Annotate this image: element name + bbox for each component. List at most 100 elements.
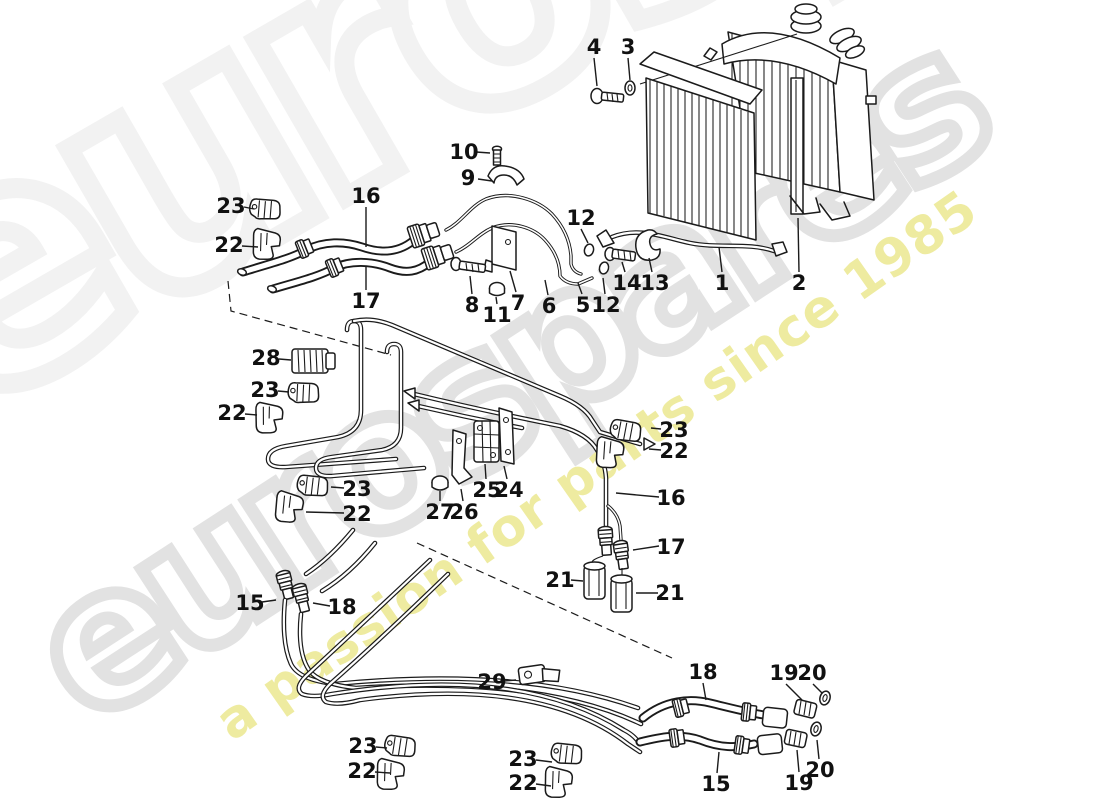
- screw-part10: [491, 145, 503, 166]
- part-number-label: 21: [545, 568, 574, 592]
- bracket-part7: [483, 225, 517, 273]
- part-number-label: 19: [784, 771, 813, 795]
- hose-end-nut: [756, 706, 789, 756]
- callout-leader-line: [244, 413, 258, 416]
- callout-leader-line: [718, 246, 723, 273]
- pipe-inner-highlight: [298, 612, 643, 726]
- part-number-label: 16: [351, 184, 380, 208]
- callout-leader-line: [648, 448, 662, 451]
- callout-leader-line: [243, 206, 255, 210]
- alignment-line: [639, 33, 798, 85]
- callout-leader-line: [650, 427, 662, 430]
- rear-cooler-top-cap: [721, 32, 841, 85]
- part-callout-22: 22: [214, 233, 259, 257]
- part-callout-22: 22: [305, 502, 372, 526]
- nut-part11: [488, 281, 506, 297]
- seal-ring-part12: [583, 243, 595, 257]
- callout-leader-line: [535, 759, 553, 763]
- part-callout-22: 22: [508, 771, 552, 795]
- clamp-part22: [373, 757, 407, 793]
- pipe-inner-highlight: [240, 231, 425, 275]
- part-number-label: 22: [508, 771, 537, 795]
- bracket-part25: [473, 420, 500, 463]
- part-number-label: 15: [235, 591, 264, 615]
- callout-leader-line: [503, 679, 517, 682]
- callout-leader-line: [621, 261, 626, 273]
- callout-leader-line: [615, 492, 660, 498]
- hanger-tab-icon: [703, 47, 718, 61]
- part-callout-9: 9: [461, 166, 493, 190]
- part-callout-25: 25: [472, 463, 502, 502]
- part-number-label: 26: [449, 500, 478, 524]
- part-callout-20: 20: [797, 661, 827, 694]
- part-callout-24: 24: [494, 465, 524, 502]
- part-callout-16: 16: [615, 486, 686, 510]
- part-number-label: 9: [461, 166, 476, 190]
- part-callout-26: 26: [449, 488, 479, 524]
- pipe-inner-highlight: [607, 505, 622, 541]
- part-callout-19: 19: [769, 661, 803, 701]
- part-number-label: 2: [792, 271, 807, 295]
- callout-leader-line: [627, 57, 631, 81]
- callout-leader-line: [477, 178, 493, 182]
- part-number-label: 13: [640, 271, 669, 295]
- callout-leader-line: [535, 783, 552, 787]
- canister-part21: [610, 574, 633, 613]
- callout-leader-line: [484, 463, 487, 480]
- callout-leader-line: [716, 751, 720, 774]
- part-number-label: 5: [576, 293, 591, 317]
- callout-leader-line: [577, 282, 583, 295]
- callout-leader-line: [241, 245, 259, 248]
- part-number-label: 4: [587, 35, 602, 59]
- construction-lines: [227, 280, 673, 659]
- part-number-label: 14: [612, 271, 641, 295]
- callout-leader-line: [580, 228, 589, 244]
- part-number-label: 27: [425, 500, 454, 524]
- part-callout-8: 8: [465, 275, 479, 317]
- fitting-part16: [597, 525, 615, 557]
- ring-part20: [810, 690, 831, 737]
- part-number-label: 3: [621, 35, 636, 59]
- part-callout-2: 2: [792, 217, 807, 295]
- part-callout-12: 12: [566, 206, 596, 244]
- part-callout-21: 21: [545, 568, 584, 592]
- part-number-label: 29: [477, 670, 506, 694]
- callout-leader-line: [503, 465, 508, 480]
- part-number-label: 17: [351, 289, 380, 313]
- callout-leader-line: [475, 151, 491, 154]
- part-number-label: 22: [214, 233, 243, 257]
- rigid-pipes-bridge: [444, 145, 610, 297]
- part-callout-29: 29: [477, 670, 517, 694]
- pipe-inner-highlight: [445, 194, 582, 275]
- part-callout-23: 23: [250, 378, 290, 402]
- callout-leader-line: [816, 739, 820, 760]
- part-number-label: 22: [217, 401, 246, 425]
- part-callout-23: 23: [216, 194, 255, 218]
- pipe-inner-highlight: [270, 254, 441, 292]
- callout-leader-line: [261, 599, 277, 603]
- part-callout-27: 27: [425, 491, 455, 524]
- bolt-part8: [450, 256, 487, 274]
- pipe-inner-highlight: [304, 528, 355, 576]
- grommet-part28: [291, 348, 336, 374]
- callout-leader-line: [330, 486, 345, 489]
- part-number-label: 18: [688, 660, 717, 684]
- part-callout-10: 10: [449, 140, 491, 164]
- callout-leader-line: [278, 358, 292, 361]
- callout-leader-line: [509, 270, 517, 293]
- part-callout-5: 5: [576, 282, 591, 317]
- callout-leader-line: [277, 390, 290, 393]
- pipe-inner-highlight: [352, 318, 642, 446]
- part-number-label: 21: [655, 581, 684, 605]
- watermark: eurospares eurospares a passion for part…: [0, 0, 1100, 772]
- mounting-parts-middle: [291, 348, 515, 491]
- part-callout-22: 22: [648, 439, 689, 463]
- fitting-part17: [612, 538, 632, 571]
- bolt-part4-washer-part3: [590, 80, 636, 105]
- callout-leader-line: [460, 488, 464, 502]
- callout-leader-line: [544, 279, 549, 296]
- part-callout-17: 17: [632, 535, 686, 559]
- part-callout-20: 20: [805, 739, 835, 782]
